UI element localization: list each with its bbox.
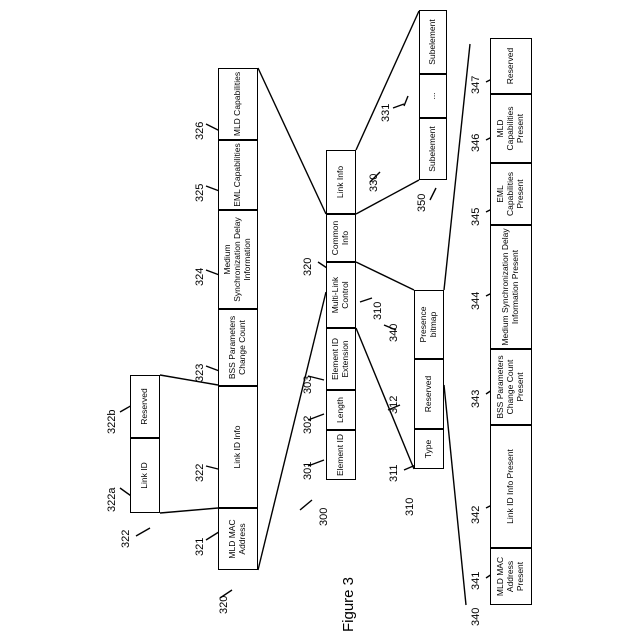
ref-311: 311 [388, 464, 400, 482]
ref-303: 303 [302, 376, 314, 394]
link-id-info-field: Link ID Info [218, 386, 258, 508]
ref-324: 324 [194, 268, 206, 286]
ref-346: 346 [470, 134, 482, 152]
length-field: Length [326, 390, 356, 430]
ref-310: 310 [404, 498, 416, 516]
eml-capabilities-present-bit: EML Capabilities Present [490, 163, 532, 225]
ref-344: 344 [470, 292, 482, 310]
ref-320-common-info: 320 [302, 258, 314, 276]
ref-310-mlc: 310 [372, 302, 384, 320]
ref-347: 347 [470, 76, 482, 94]
mld-mac-address-present-bit: MLD MAC Address Present [490, 548, 532, 605]
bss-params-change-count-field: BSS Parameters Change Count [218, 309, 258, 386]
subelement-last: Subelement [419, 10, 447, 74]
element-id-field: Element ID [326, 430, 356, 480]
link-id-reserved-subfield: Reserved [130, 375, 160, 438]
mld-mac-address-field: MLD MAC Address [218, 508, 258, 570]
ref-350: 350 [416, 194, 428, 212]
ref-312: 312 [388, 396, 400, 414]
medium-sync-delay-info-present-bit: Medium Synchronization Delay Information… [490, 225, 532, 349]
mld-capabilities-present-bit: MLD Capabilities Present [490, 94, 532, 163]
ref-322b: 322b [106, 410, 118, 434]
subelement-ellipsis: ... [419, 74, 447, 118]
mlc-reserved-subfield: Reserved [414, 359, 444, 429]
mld-capabilities-field: MLD Capabilities [218, 68, 258, 140]
ref-330: 330 [368, 174, 380, 192]
link-id-subfield: Link ID [130, 438, 160, 513]
ref-301: 301 [302, 462, 314, 480]
ref-322-link-id-info: 322 [120, 530, 132, 548]
medium-sync-delay-info-field: Medium Synchronization Delay Information [218, 210, 258, 309]
figure-label: Figure 3 [340, 577, 357, 632]
ref-326: 326 [194, 122, 206, 140]
type-subfield: Type [414, 429, 444, 469]
ref-300: 300 [318, 508, 330, 526]
presence-bitmap-subfield: Presence bitmap [414, 290, 444, 359]
ref-323: 323 [194, 364, 206, 382]
ref-340: 340 [470, 608, 482, 626]
eml-capabilities-field: EML Capabilities [218, 140, 258, 210]
ref-345: 345 [470, 208, 482, 226]
element-id-extension-field: Element ID Extension [326, 328, 356, 390]
ref-321: 321 [194, 538, 206, 556]
ref-322a: 322a [106, 488, 118, 512]
ref-341: 341 [470, 572, 482, 590]
ref-342: 342 [470, 506, 482, 524]
ref-340-presence-bitmap: 340 [388, 324, 400, 342]
ref-320: 320 [218, 596, 230, 614]
ref-322: 322 [194, 464, 206, 482]
link-info-field: Link Info [326, 150, 356, 214]
ref-325: 325 [194, 184, 206, 202]
subelement-first: Subelement [419, 118, 447, 180]
link-id-info-present-bit: Link ID Info Present [490, 425, 532, 548]
ref-302: 302 [302, 416, 314, 434]
common-info-field: Common Info [326, 214, 356, 262]
ref-331: 331 [380, 104, 392, 122]
ref-343: 343 [470, 390, 482, 408]
multi-link-control-field: Multi-Link Control [326, 262, 356, 328]
presence-reserved-bit: Reserved [490, 38, 532, 94]
bss-params-change-count-present-bit: BSS Parameters Change Count Present [490, 349, 532, 425]
